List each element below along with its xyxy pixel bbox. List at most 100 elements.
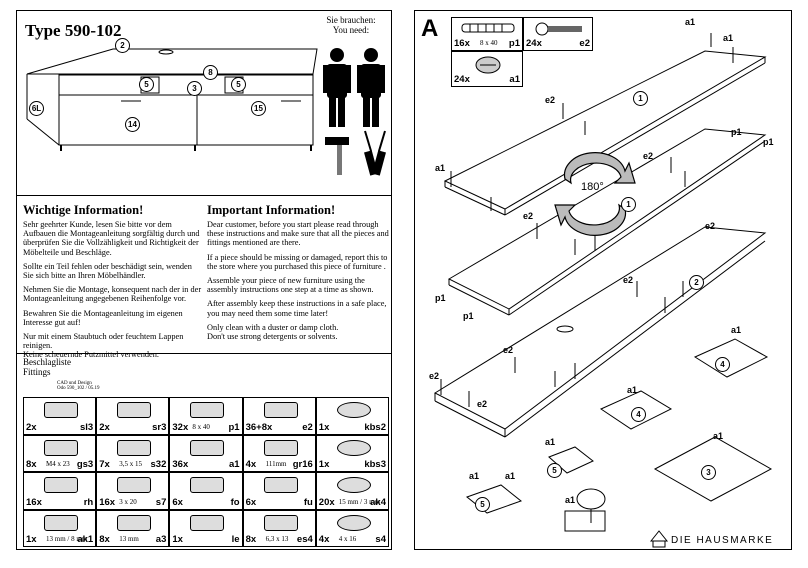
info-de-heading: Wichtige Information! xyxy=(23,203,144,217)
board-label: 5 xyxy=(475,497,490,512)
fittings-heading-de: Beschlagliste xyxy=(23,357,71,367)
callout: a1 xyxy=(565,495,576,505)
label-icon xyxy=(190,514,225,531)
code: p1 xyxy=(508,38,520,49)
fitting-code: s7 xyxy=(155,496,167,508)
info-en-p: If a piece should be missing or damaged,… xyxy=(207,252,388,271)
info-en-heading: Important Information! xyxy=(207,203,336,217)
fittings-heading: Beschlagliste Fittings xyxy=(23,357,71,377)
board-label: 3 xyxy=(701,465,716,480)
code: a1 xyxy=(509,74,520,85)
count: 16x xyxy=(454,38,470,49)
rail-right-icon xyxy=(117,402,152,418)
callout: p1 xyxy=(463,311,474,321)
fitting-size: 3,5 x 15 xyxy=(119,460,142,468)
fitting-code: ak4 xyxy=(370,496,386,508)
size: 8 x 40 xyxy=(480,39,498,47)
fitting-count: 32x xyxy=(172,421,189,433)
part-label: 14 xyxy=(125,117,140,132)
part-label: 2 xyxy=(115,38,130,53)
info-de-p: Sehr geehrter Kunde, lesen Sie bitte vor… xyxy=(23,220,200,257)
fitting-count: 2x xyxy=(99,421,110,433)
fitting-code: kbs3 xyxy=(364,459,386,470)
screw-icon xyxy=(44,439,78,456)
fitting-size: 13 mm / 8 mm xyxy=(46,535,88,543)
fitting-code: le xyxy=(231,534,240,545)
fitting-cell: 2x sl3 xyxy=(23,397,97,435)
assembly-drawing xyxy=(433,33,773,548)
part-label: 8 xyxy=(203,65,218,80)
fitting-size: 13 mm xyxy=(119,535,139,543)
fitting-count: 36x xyxy=(172,459,189,470)
left-page: Type 590-102 Sie brauchen: You need: 2 5… xyxy=(16,10,392,550)
fitting-size: 6,3 x 13 xyxy=(265,535,289,543)
fitting-count: 20x xyxy=(318,496,335,508)
fitting-size: 15 mm / 3 mm xyxy=(338,497,381,506)
fitting-code: s4 xyxy=(375,534,386,545)
handle-icon xyxy=(263,439,298,456)
callout: e2 xyxy=(503,345,514,355)
fitting-code: rh xyxy=(83,496,94,508)
fitting-count: 2x xyxy=(26,421,37,433)
fitting-count: 16x xyxy=(26,496,42,508)
cam-lock-icon xyxy=(117,514,152,531)
grommet-icon xyxy=(336,439,371,456)
screw-icon xyxy=(336,514,371,531)
info-de-p: Nehmen Sie die Montage, konsequent nach … xyxy=(23,285,202,304)
info-en-p: Assemble your piece of new furniture usi… xyxy=(207,276,374,295)
product-title: Type 590-102 xyxy=(25,21,122,40)
right-page: A 16x 8 x 40 p1 24x e2 24x a1 xyxy=(414,10,792,550)
screw-icon xyxy=(117,439,152,456)
fitting-code: a3 xyxy=(155,534,167,545)
board-label: 1 xyxy=(633,91,648,106)
fitting-code: a1 xyxy=(229,459,240,470)
fitting-code: e2 xyxy=(302,421,313,433)
callout: p1 xyxy=(435,293,446,303)
part-label: 15 xyxy=(251,101,266,116)
you-need-de: Sie brauchen: xyxy=(326,15,376,25)
callout: e2 xyxy=(523,211,534,221)
code: e2 xyxy=(579,38,590,49)
part-label: 3 xyxy=(187,81,202,96)
part-label: 5 xyxy=(231,77,246,92)
callout: e2 xyxy=(429,371,440,381)
fitting-code: sr3 xyxy=(152,421,167,433)
callout: a1 xyxy=(713,431,724,441)
callout: p1 xyxy=(731,127,742,137)
rotate-180-icon xyxy=(554,152,636,236)
callout: e2 xyxy=(477,399,488,409)
cam-bolt-icon xyxy=(263,402,298,418)
count: 24x xyxy=(526,38,542,49)
cap-icon xyxy=(336,477,371,493)
callout: a1 xyxy=(723,33,734,43)
part-label: 6L xyxy=(29,101,44,116)
fitting-code: s32 xyxy=(150,459,167,470)
dowel-icon xyxy=(461,23,515,33)
board-label: 4 xyxy=(631,407,646,422)
fitting-count: 1x xyxy=(318,421,330,433)
fitting-code: ak1 xyxy=(77,534,94,545)
board-label: 2 xyxy=(689,275,704,290)
fitting-code: gr16 xyxy=(292,459,313,470)
count: 24x xyxy=(454,74,470,85)
hand-tool-icon xyxy=(564,488,606,532)
fitting-size: 3 x 20 xyxy=(119,497,137,506)
brand-name: DIE HAUSMARKE xyxy=(671,535,774,546)
parts-box-a1: 24x a1 xyxy=(451,51,523,87)
fitting-count: 4x xyxy=(245,459,257,470)
fitting-cell: 2x sr3 xyxy=(96,397,170,435)
board-label: 5 xyxy=(547,463,562,478)
fitting-code: p1 xyxy=(228,421,240,433)
fitting-count: 7x xyxy=(99,459,110,470)
fitting-code: sl3 xyxy=(79,421,94,433)
